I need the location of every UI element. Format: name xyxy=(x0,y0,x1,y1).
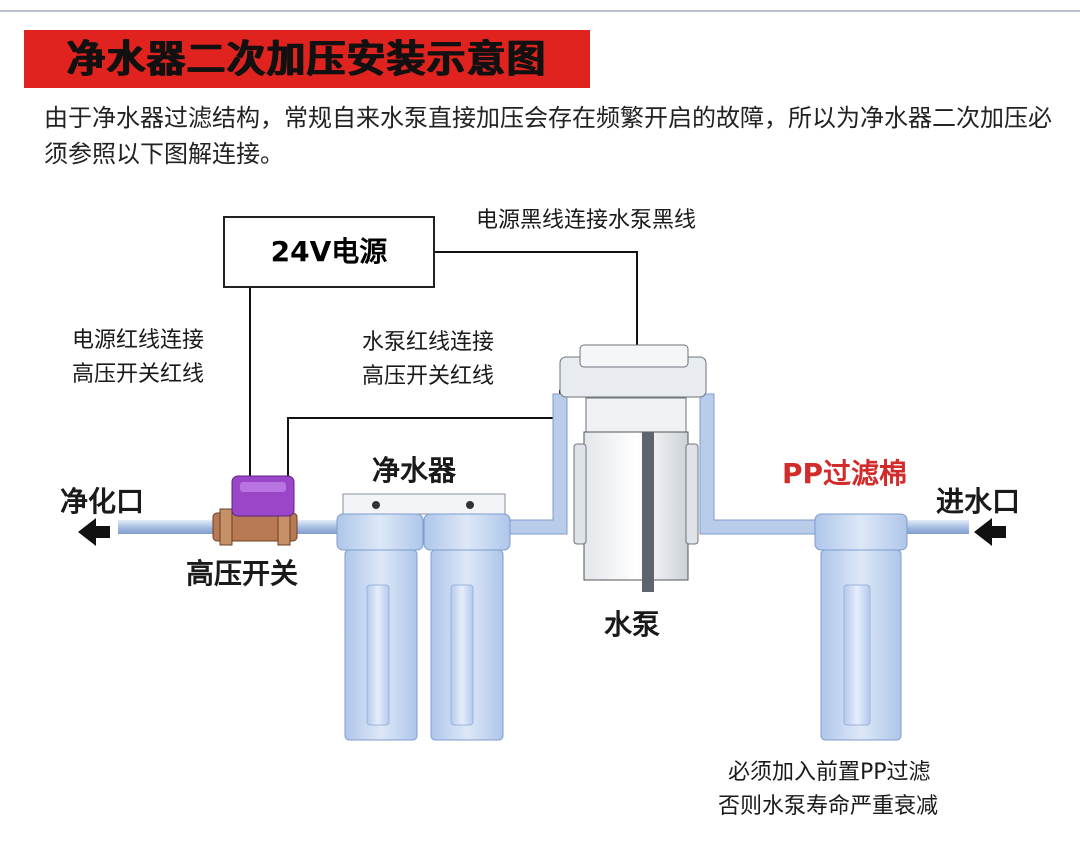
outlet-pipe xyxy=(118,520,220,534)
pump-red-note-line2: 高压开关红线 xyxy=(362,364,495,389)
top-divider xyxy=(0,10,1080,12)
pressure-switch-label: 高压开关 xyxy=(186,557,299,590)
inlet-arrow-icon xyxy=(974,518,1006,546)
purifier xyxy=(336,493,511,741)
purifier-label: 净水器 xyxy=(372,454,457,487)
pump xyxy=(559,344,707,592)
warning-line-1: 必须加入前置PP过滤 xyxy=(728,760,931,785)
warning-line-2: 否则水泵寿命严重衰减 xyxy=(718,794,939,819)
purifier-to-pump-pipe xyxy=(499,393,568,535)
power-red-note-line2: 高压开关红线 xyxy=(72,362,205,387)
page-title: 净水器二次加压安装示意图 xyxy=(24,30,590,88)
pump-label: 水泵 xyxy=(604,608,661,641)
filter-housing-2 xyxy=(423,513,511,741)
power-supply-box: 24V电源 xyxy=(223,216,435,288)
purifier-bracket xyxy=(342,493,506,515)
outlet-label: 净化口 xyxy=(60,485,145,518)
outlet-arrow-icon xyxy=(78,518,110,546)
pressure-switch xyxy=(212,475,298,546)
pp-filter-label: PP过滤棉 xyxy=(782,457,908,490)
power-red-note-line1: 电源红线连接 xyxy=(72,328,205,353)
inlet-label: 进水口 xyxy=(936,485,1021,518)
black-wire-note: 电源黑线连接水泵黑线 xyxy=(476,208,697,233)
filter-housing-1 xyxy=(336,513,424,741)
black-wire xyxy=(435,251,638,368)
pp-filter xyxy=(814,513,908,741)
inlet-pipe xyxy=(905,520,969,534)
flow-arrows xyxy=(78,518,1006,546)
pump-red-note-line1: 水泵红线连接 xyxy=(362,330,495,355)
intro-text: 由于净水器过滤结构，常规自来水泵直接加压会存在频繁开启的故障，所以为净水器二次加… xyxy=(44,104,1052,168)
